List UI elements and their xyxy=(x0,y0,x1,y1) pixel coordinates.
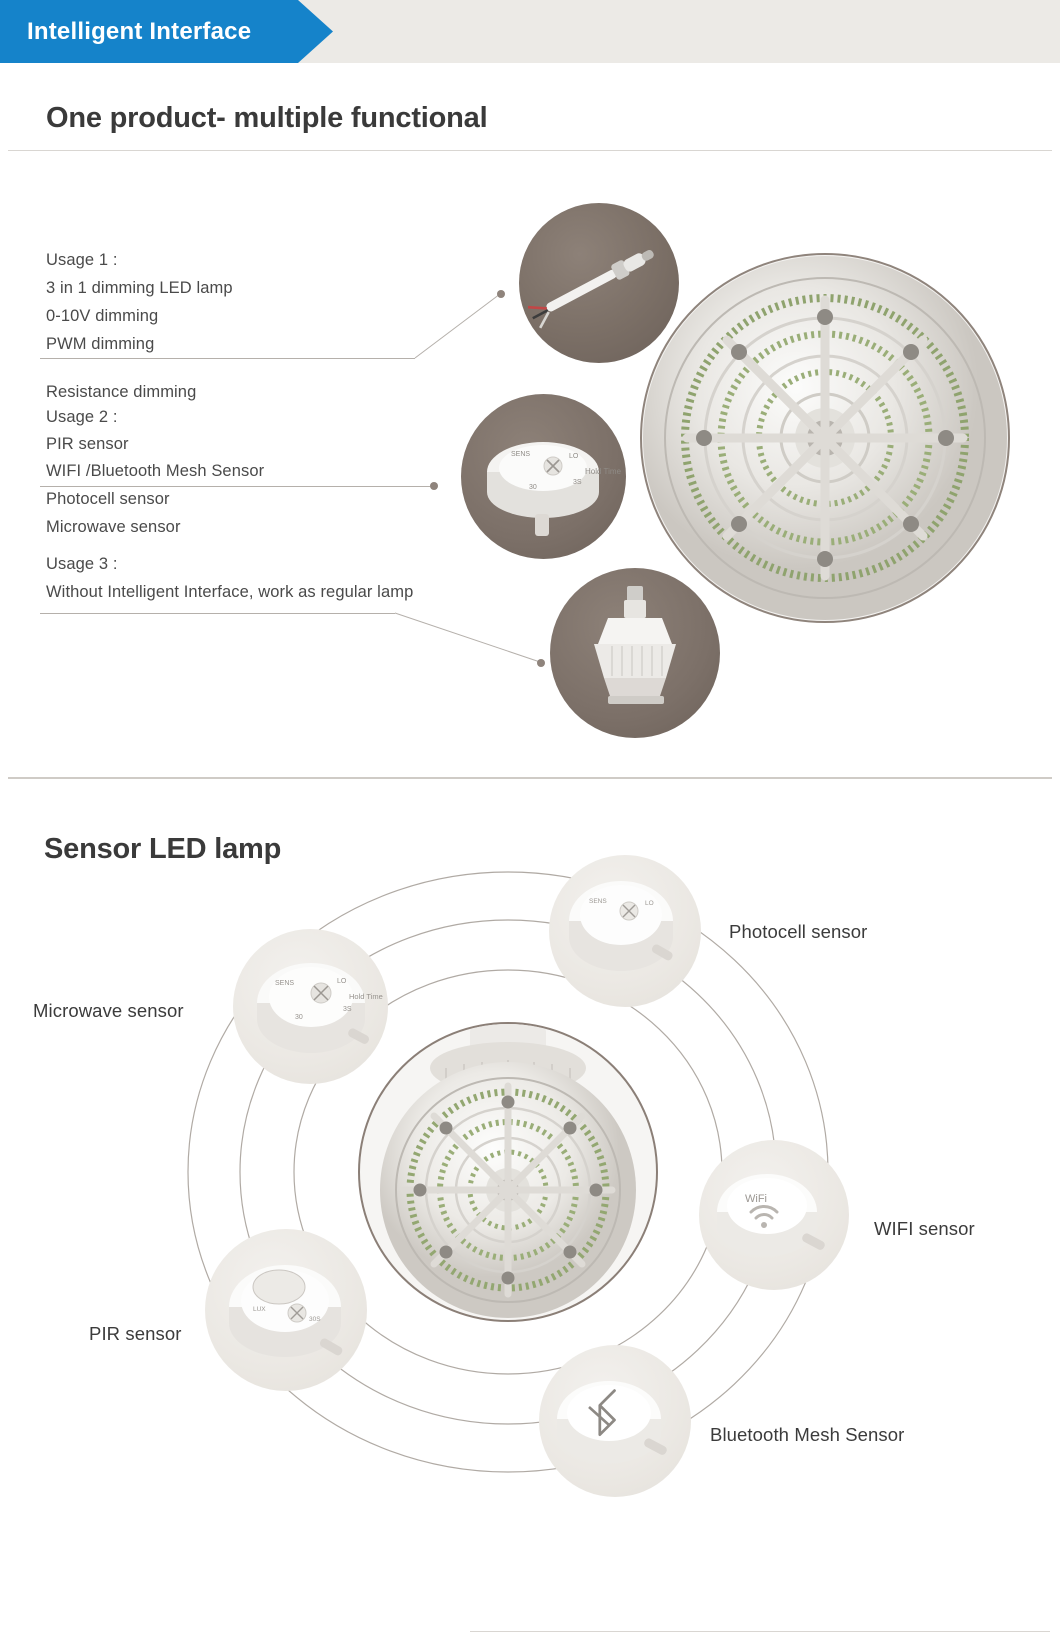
svg-text:Hold Time: Hold Time xyxy=(585,467,622,476)
header-ribbon-label: Intelligent Interface xyxy=(27,17,252,45)
header-ribbon: Intelligent Interface xyxy=(0,0,333,63)
photo-bluetooth-sensor xyxy=(539,1345,691,1497)
photo-wifi-sensor: WiFi xyxy=(699,1140,849,1290)
usage-line: Without Intelligent Interface, work as r… xyxy=(46,583,414,601)
callout-line-usage2 xyxy=(40,486,430,487)
usage-line: Usage 1 : xyxy=(46,251,118,269)
photo-driver-cable xyxy=(519,203,679,363)
usage-line: Microwave sensor xyxy=(46,518,181,536)
usage-line: Usage 2 : xyxy=(46,408,118,426)
svg-text:SENS: SENS xyxy=(589,898,607,905)
wifi-icon-text: WiFi xyxy=(745,1193,767,1205)
sensor-label-bluetooth: Bluetooth Mesh Sensor xyxy=(710,1424,905,1445)
usage-line: Resistance dimming xyxy=(46,383,197,401)
photo-sensor-module: SENS LO 3S 30 Hold Time xyxy=(461,394,626,559)
sensor-label-photocell: Photocell sensor xyxy=(729,921,868,942)
photo-product-top-view xyxy=(640,253,1010,623)
usage-line: Usage 3 : xyxy=(46,555,118,573)
svg-text:30S: 30S xyxy=(309,1316,321,1323)
photo-photocell-sensor: SENS LO xyxy=(549,855,701,1007)
photo-microwave-sensor: SENS LO 3S 30 Hold Time xyxy=(233,929,388,1084)
usage-line: PIR sensor xyxy=(46,435,129,453)
divider-bottom xyxy=(470,1631,1050,1632)
svg-text:30: 30 xyxy=(529,484,537,491)
divider-top xyxy=(8,150,1052,151)
usage-line: Photocell sensor xyxy=(46,490,170,508)
callout-dot-usage1 xyxy=(497,290,505,298)
svg-text:LO: LO xyxy=(337,978,347,985)
callout-line-usage1 xyxy=(40,358,415,359)
divider-middle xyxy=(8,777,1052,779)
callout-dot-usage2 xyxy=(430,482,438,490)
usage-line: 3 in 1 dimming LED lamp xyxy=(46,279,233,297)
svg-text:LUX: LUX xyxy=(253,1306,266,1313)
usage-line: PWM dimming xyxy=(46,335,155,353)
svg-text:Hold Time: Hold Time xyxy=(349,992,383,1001)
bluetooth-icon xyxy=(588,1389,616,1437)
svg-text:SENS: SENS xyxy=(511,451,530,458)
photo-regular-lamp xyxy=(550,568,720,738)
sensor-label-microwave: Microwave sensor xyxy=(33,1000,184,1021)
sensor-label-wifi: WIFI sensor xyxy=(874,1218,975,1239)
callout-line-usage3 xyxy=(40,613,395,614)
usage-line: 0-10V dimming xyxy=(46,307,159,325)
section-one-title: One product- multiple functional xyxy=(46,102,488,134)
usage-line: WIFI /Bluetooth Mesh Sensor xyxy=(46,462,265,480)
section-two-title: Sensor LED lamp xyxy=(44,833,282,865)
callout-dot-usage3 xyxy=(537,659,545,667)
svg-text:3S: 3S xyxy=(573,479,582,486)
svg-text:LO: LO xyxy=(645,900,654,907)
svg-text:30: 30 xyxy=(295,1014,303,1021)
sensor-label-pir: PIR sensor xyxy=(89,1323,182,1344)
svg-text:3S: 3S xyxy=(343,1006,352,1013)
photo-pir-sensor: LUX 30S xyxy=(205,1229,367,1391)
svg-text:SENS: SENS xyxy=(275,980,294,987)
photo-center-lamp xyxy=(358,1022,658,1322)
svg-text:LO: LO xyxy=(569,453,579,460)
